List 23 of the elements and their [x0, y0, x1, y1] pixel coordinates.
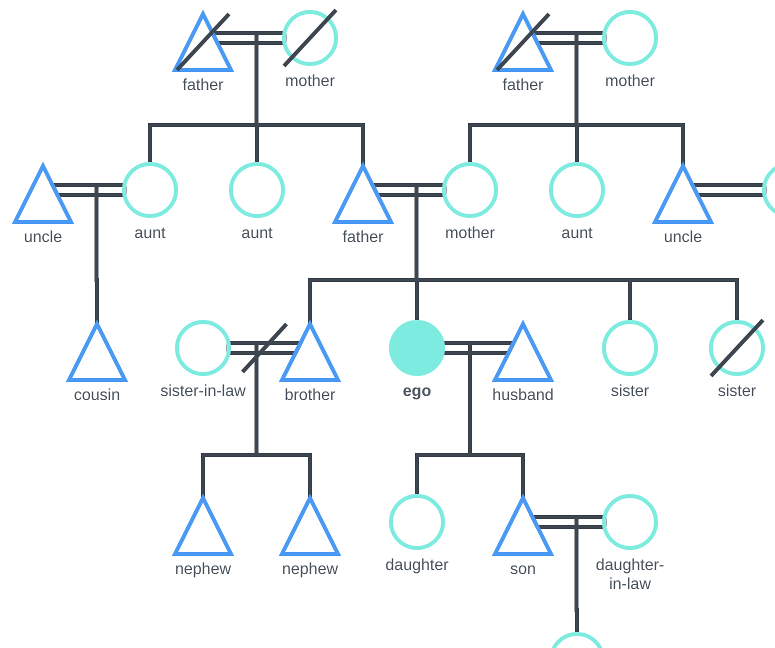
- kinship-label: nephew: [280, 560, 340, 579]
- kinship-label: aunt: [560, 224, 594, 243]
- kinship-label: sister: [610, 382, 650, 401]
- kinship-label: uncle: [662, 228, 704, 247]
- kinship-label: father: [182, 76, 224, 95]
- kinship-label: daughter-in-law: [594, 556, 666, 594]
- kinship-label: brother: [284, 386, 336, 405]
- kinship-label: mother: [444, 224, 496, 243]
- kinship-label: aunt: [133, 224, 167, 243]
- kinship-label: daughter: [384, 556, 450, 575]
- kinship-label: uncle: [22, 228, 64, 247]
- kinship-label: son: [509, 560, 537, 579]
- kinship-label: sister: [716, 382, 758, 401]
- kinship-label: sister-in-law: [159, 382, 247, 401]
- kinship-label: father: [342, 228, 384, 247]
- kinship-label: cousin: [72, 386, 122, 405]
- kinship-label: ego: [402, 382, 432, 401]
- kinship-label: aunt: [240, 224, 274, 243]
- kinship-label: husband: [491, 386, 555, 405]
- kinship-label: nephew: [174, 560, 232, 579]
- kinship-label: mother: [604, 72, 656, 91]
- kinship-label: mother: [284, 72, 336, 91]
- kinship-label: father: [502, 76, 544, 95]
